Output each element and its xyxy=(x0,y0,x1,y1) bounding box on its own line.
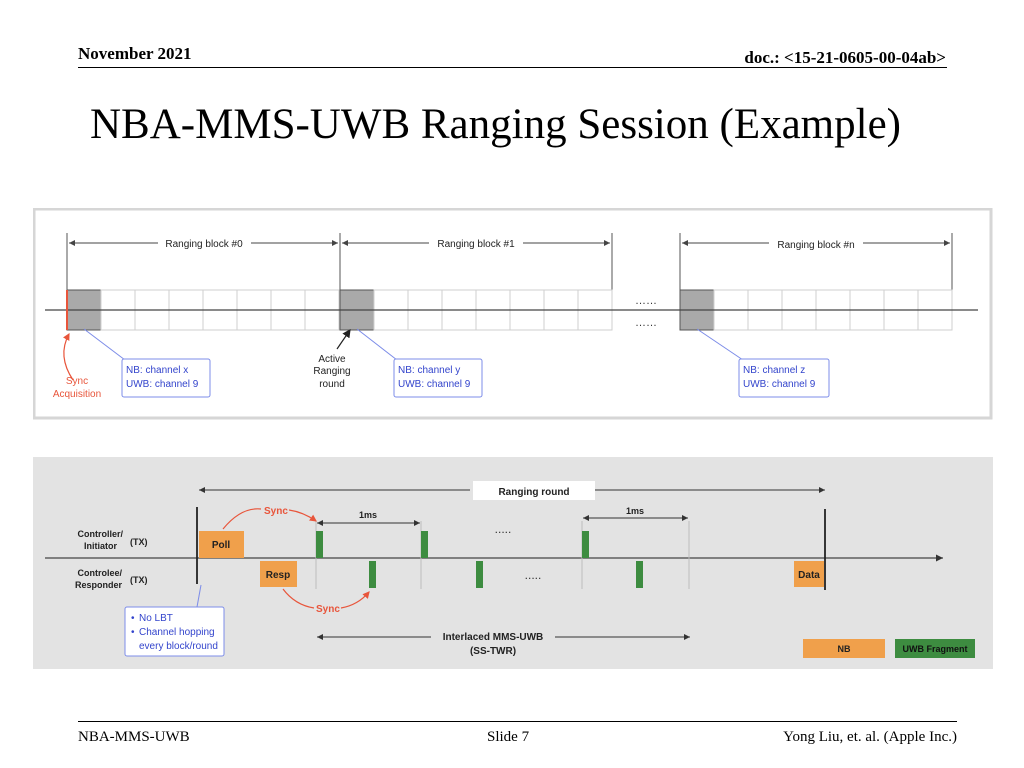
notes-box xyxy=(124,606,225,657)
ellipsis-bottom: …… xyxy=(635,317,657,329)
header-rule xyxy=(78,67,947,68)
block-label-0: Ranging block #0 xyxy=(165,239,243,250)
sync-label-2: Sync xyxy=(316,604,340,615)
sync-arrow-1 xyxy=(222,508,262,530)
uwb-fragment xyxy=(421,531,428,558)
active-label-2: Ranging xyxy=(313,366,350,377)
ranging-round-label: Ranging round xyxy=(498,487,569,498)
sync-label-1: Sync xyxy=(264,506,288,517)
block-label-1: Ranging block #1 xyxy=(437,239,515,250)
callout-uwb-x: UWB: channel 9 xyxy=(126,379,199,390)
controller-label-1: Controller/ xyxy=(77,529,123,539)
sync-arrow-2 xyxy=(282,588,315,609)
controlee-label-2: Responder xyxy=(75,580,123,590)
callout-leader xyxy=(83,328,126,361)
uwb-fragment xyxy=(582,531,589,558)
legend-uwb-label: UWB Fragment xyxy=(903,644,968,654)
callout-box-y xyxy=(393,358,483,398)
ellipsis-top: …… xyxy=(635,295,657,307)
ranging-round-diagram: Ranging round Controller/ Initiator (TX)… xyxy=(33,457,993,669)
callout-leader xyxy=(356,328,398,361)
note-bullet-1: • xyxy=(131,613,135,624)
controlee-label-1: Controlee/ xyxy=(77,568,122,578)
active-label-3: round xyxy=(319,379,345,390)
legend-uwb-swatch xyxy=(895,639,975,658)
controlee-tx: (TX) xyxy=(130,575,148,585)
ellipsis-top: ..... xyxy=(495,522,512,536)
ranging-round-label-box xyxy=(473,481,595,500)
legend-nb-label: NB xyxy=(838,644,851,654)
block-label-n: Ranging block #n xyxy=(777,240,854,251)
footer-rule xyxy=(78,721,957,722)
resp-frame xyxy=(260,561,297,587)
active-label-1: Active xyxy=(318,354,346,365)
poll-label: Poll xyxy=(212,540,231,551)
uwb-fragments xyxy=(316,531,643,588)
ellipsis-bottom: ..... xyxy=(525,568,542,582)
sync-arrow xyxy=(62,332,74,381)
callout-uwb-y: UWB: channel 9 xyxy=(398,379,471,390)
poll-frame xyxy=(199,531,244,558)
note-bullet-2: • xyxy=(131,627,135,638)
note-1: No LBT xyxy=(139,613,173,624)
note-2: Channel hopping xyxy=(139,627,215,638)
footer-left: NBA-MMS-UWB xyxy=(78,729,190,745)
one-ms-label-2: 1ms xyxy=(626,506,644,516)
uwb-fragment xyxy=(369,561,376,588)
ranging-blocks-diagram: Ranging block #0 Ranging block #1 Rangin… xyxy=(33,208,993,420)
resp-label: Resp xyxy=(266,570,290,581)
interlaced-label-1: Interlaced MMS-UWB xyxy=(443,632,544,643)
callout-uwb-z: UWB: channel 9 xyxy=(743,379,816,390)
callout-nb-z: NB: channel z xyxy=(743,365,805,376)
uwb-fragment xyxy=(316,531,323,558)
active-round-arrow xyxy=(336,329,351,350)
callout-leader xyxy=(696,328,744,361)
notes-leader xyxy=(196,584,202,608)
interlaced-label-2: (SS-TWR) xyxy=(470,646,516,657)
data-frame xyxy=(794,561,824,587)
header-date: November 2021 xyxy=(78,44,192,63)
sync-arrow-1b xyxy=(288,509,317,522)
callout-nb-x: NB: channel x xyxy=(126,365,188,376)
footer-slide-number: Slide 7 xyxy=(487,729,530,745)
uwb-fragment xyxy=(476,561,483,588)
legend-nb-swatch xyxy=(803,639,885,658)
sync-arrow-2b xyxy=(340,591,370,609)
uwb-fragment xyxy=(636,561,643,588)
data-label: Data xyxy=(798,570,820,581)
callout-box-z xyxy=(738,358,830,398)
one-ms-label-1: 1ms xyxy=(359,510,377,520)
note-3: every block/round xyxy=(139,641,218,652)
footer-author: Yong Liu, et. al. (Apple Inc.) xyxy=(783,729,957,745)
controller-tx: (TX) xyxy=(130,537,148,547)
callout-box-x xyxy=(121,358,211,398)
acquisition-label: Acquisition xyxy=(53,389,101,400)
header-doc-id: doc.: <15-21-0605-00-04ab> xyxy=(744,48,946,67)
sync-label: Sync xyxy=(66,376,88,387)
callout-nb-y: NB: channel y xyxy=(398,365,460,376)
slide-title: NBA-MMS-UWB Ranging Session (Example) xyxy=(90,101,901,148)
controller-label-2: Initiator xyxy=(84,541,117,551)
